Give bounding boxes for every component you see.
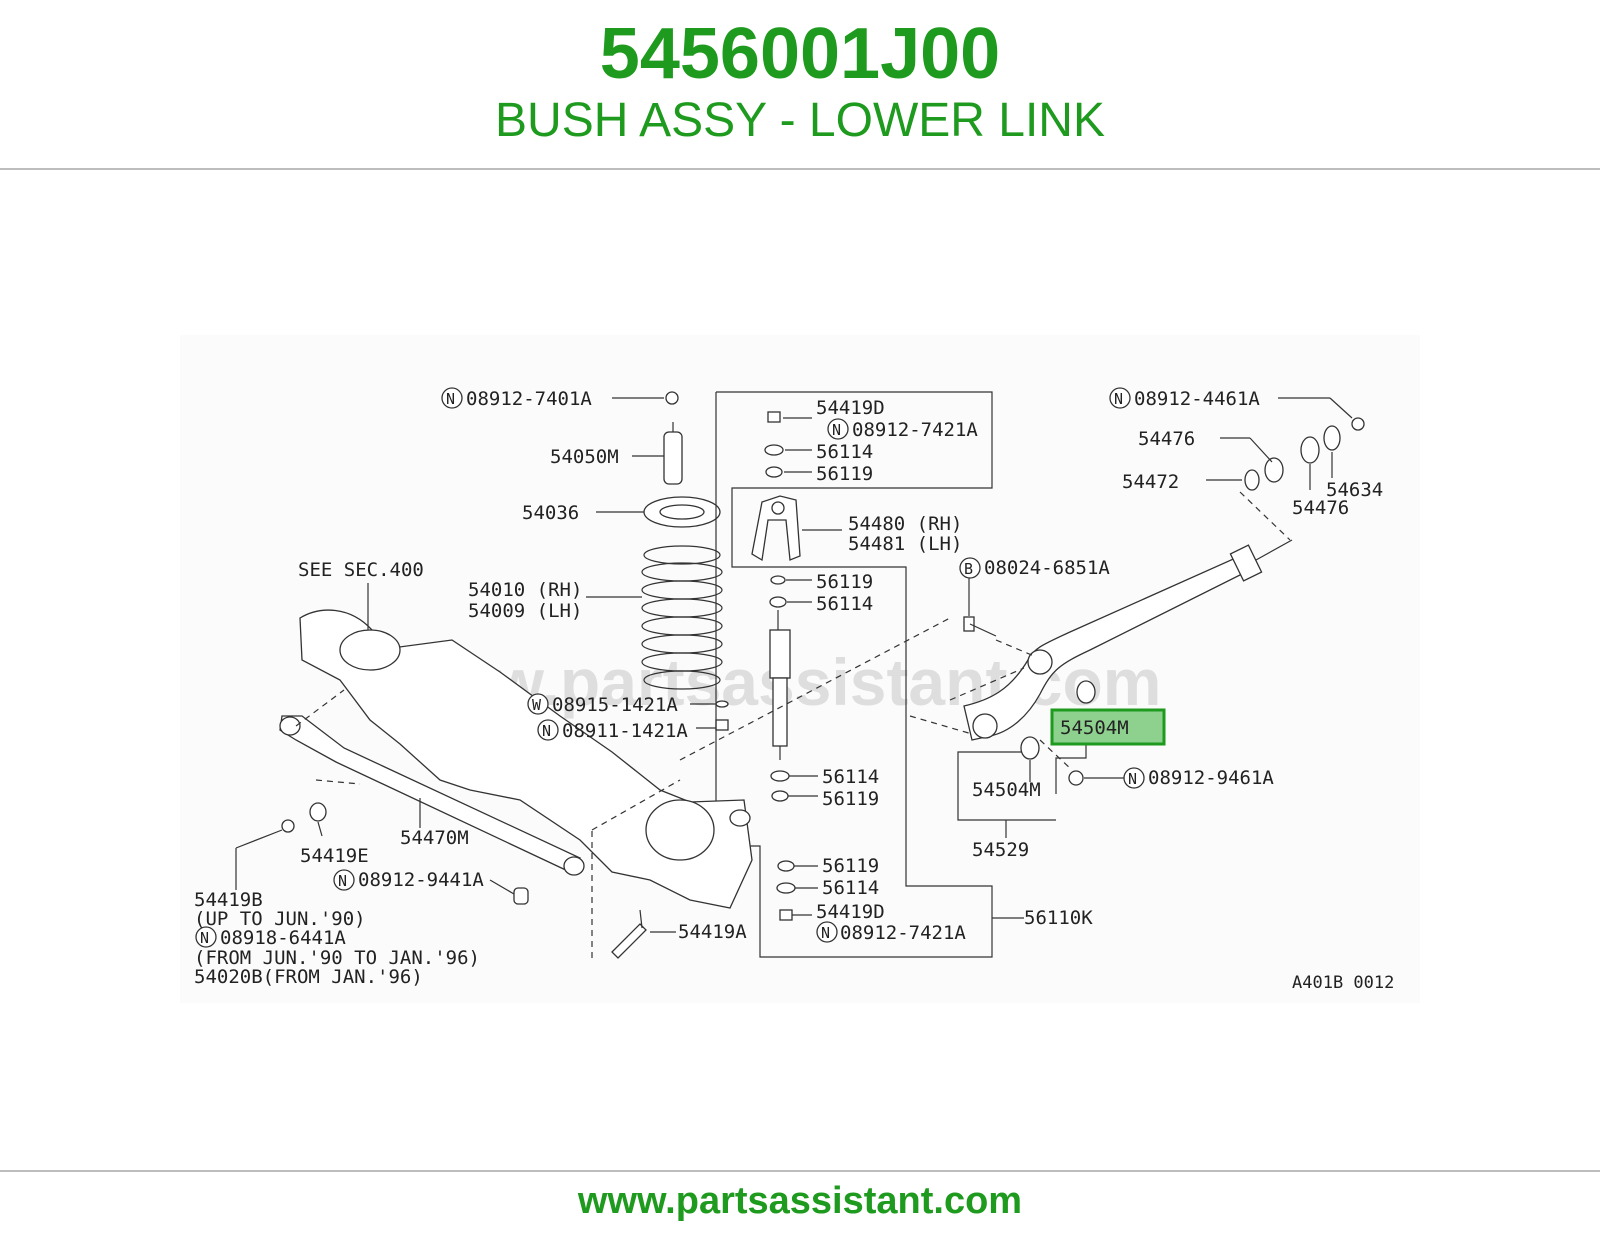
label-56114-c: 56114 [822,766,879,788]
label-08911-1421A: 08911-1421A [562,720,688,742]
svg-text:N: N [338,872,347,890]
label-54504M: 54504M [972,779,1041,801]
label-54419E: 54419E [300,845,369,867]
label-54036: 54036 [522,502,579,524]
label-54481: 54481 (LH) [848,533,962,555]
footer-website-link[interactable]: www.partsassistant.com [577,1180,1023,1222]
circle-n-icon: N [195,926,217,948]
dashed-lead-axle [679,617,951,761]
shock-mount-bracket [751,495,842,562]
label-08912-7401A: 08912-7401A [466,388,592,410]
label-08912-7421A-top: 08912-7421A [852,419,978,441]
footer-divider [0,1170,1600,1172]
highlighted-part-box[interactable] [1050,708,1166,746]
circle-n-icon: N [1123,767,1145,789]
svg-text:B: B [964,560,973,578]
shock-upper-hardware [764,411,812,478]
svg-text:W: W [532,696,542,714]
label-54050M: 54050M [550,446,619,468]
label-see-section: SEE SEC.400 [298,559,424,581]
part-number-title: 5456001J00 [599,14,1001,94]
bump-stop-nut [612,391,679,405]
circle-n-icon: N [816,921,838,943]
circle-n-icon: N [537,719,559,741]
part-description: BUSH ASSY - LOWER LINK [495,94,1105,147]
highlighted-part-label[interactable]: 54504M [1060,717,1129,739]
circle-b-icon: B [959,557,981,579]
label-08912-9461A: 08912-9461A [1148,767,1274,789]
axle-housing [299,583,753,909]
label-54419D-bot: 54419D [816,901,885,923]
lower-link-hardware-top [1206,397,1365,541]
circle-w-icon: W [527,693,549,715]
bush-assy-lower-link [957,680,1124,838]
label-54419B: 54419B [194,889,263,911]
spring-seat [596,496,721,528]
svg-text:N: N [821,924,830,942]
label-54470M: 54470M [400,827,469,849]
svg-text:N: N [1114,390,1123,408]
label-54009: 54009 (LH) [468,600,582,622]
washer-nut-small [690,700,729,731]
label-56119-b: 56119 [816,571,873,593]
circle-n-icon: N [333,869,355,891]
panhard-bolt-hardware [235,802,529,905]
label-08912-9441A: 08912-9441A [358,869,484,891]
header-divider [0,168,1600,170]
label-54472: 54472 [1122,471,1179,493]
coil-spring [586,545,723,690]
label-08024-6851A: 08024-6851A [984,557,1110,579]
label-56114-d: 56114 [822,877,879,899]
label-56110K: 56110K [1024,907,1093,929]
label-56119-d: 56119 [822,855,879,877]
circle-n-icon: N [441,387,463,409]
drawing-code: A401B 0012 [1292,973,1394,993]
axle-bolt [591,779,681,959]
svg-text:N: N [446,390,455,408]
label-54529: 54529 [972,839,1029,861]
note-up-to-jun-90: (UP TO JUN.'90) [194,908,366,930]
label-54419D-top: 54419D [816,397,885,419]
label-56119-a: 56119 [816,463,873,485]
svg-text:N: N [542,722,551,740]
label-08912-7421A-bot: 08912-7421A [840,922,966,944]
label-54010: 54010 (RH) [468,579,582,601]
label-56114-a: 56114 [816,441,873,463]
page-header: 5456001J00 BUSH ASSY - LOWER LINK [0,0,1600,168]
bump-stop [632,422,683,485]
label-54419A: 54419A [678,921,747,943]
note-from-jun-90-to-jan-96: (FROM JUN.'90 TO JAN.'96) [194,947,480,969]
circle-n-icon: N [827,418,849,440]
label-54476-b: 54476 [1292,497,1349,519]
label-54480: 54480 (RH) [848,513,962,535]
panhard-rod [279,689,585,876]
svg-text:N: N [1128,770,1137,788]
label-08912-4461A: 08912-4461A [1134,388,1260,410]
shock-absorber [769,575,818,921]
lower-link-arm [963,539,1293,741]
label-56114-b: 56114 [816,593,873,615]
label-54476-a: 54476 [1138,428,1195,450]
label-54020B: 54020B(FROM JAN.'96) [194,966,423,988]
label-54634: 54634 [1326,479,1383,501]
circle-n-icon: N [1109,387,1131,409]
svg-text:N: N [200,929,209,947]
label-08918-6441A: 08918-6441A [220,927,346,949]
label-56119-c: 56119 [822,788,879,810]
label-08915-1421A: 08915-1421A [552,694,678,716]
svg-text:N: N [832,421,841,439]
